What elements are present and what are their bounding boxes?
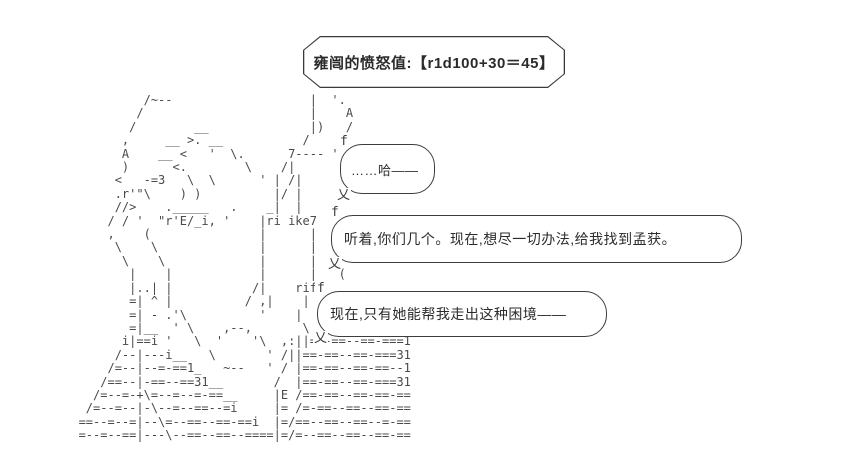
speech-bubble-laugh: f ……哈—— 乂 — [336, 135, 435, 201]
speech-bubble-order: f 听着,你们几个。现在,想尽一切办法,给我找到孟获。 乂 — [327, 206, 742, 270]
bubble-tail-top-icon: f — [329, 205, 341, 220]
speech-bubble-laugh-text: ……哈—— — [351, 162, 419, 178]
bubble-tail-top-icon: f — [338, 134, 350, 149]
bubble-tail-bottom-icon: 乂 — [336, 187, 352, 202]
status-title-text: 雍闿的愤怒值:【r1d100+30＝45】 — [313, 54, 555, 72]
bubble-tail-bottom-icon: 乂 — [327, 256, 343, 271]
speech-bubble-hope: f 现在,只有她能帮我走出这种困境—— 乂 — [313, 282, 607, 344]
ascii-art-figure: /~-- | '. / | A / __ |) / , __ >. __ / /… — [78, 93, 411, 443]
bubble-tail-bottom-icon: 乂 — [313, 330, 329, 345]
bubble-tail-top-icon: f — [315, 281, 327, 296]
speech-bubble-order-text: 听着,你们几个。现在,想尽一切办法,给我找到孟获。 — [344, 231, 677, 247]
status-title-box: 雍闿的愤怒值:【r1d100+30＝45】 — [303, 36, 565, 88]
status-title-box-inner: 雍闿的愤怒值:【r1d100+30＝45】 — [304, 37, 563, 86]
speech-bubble-hope-text: 现在,只有她能帮我走出这种困境—— — [330, 306, 567, 322]
